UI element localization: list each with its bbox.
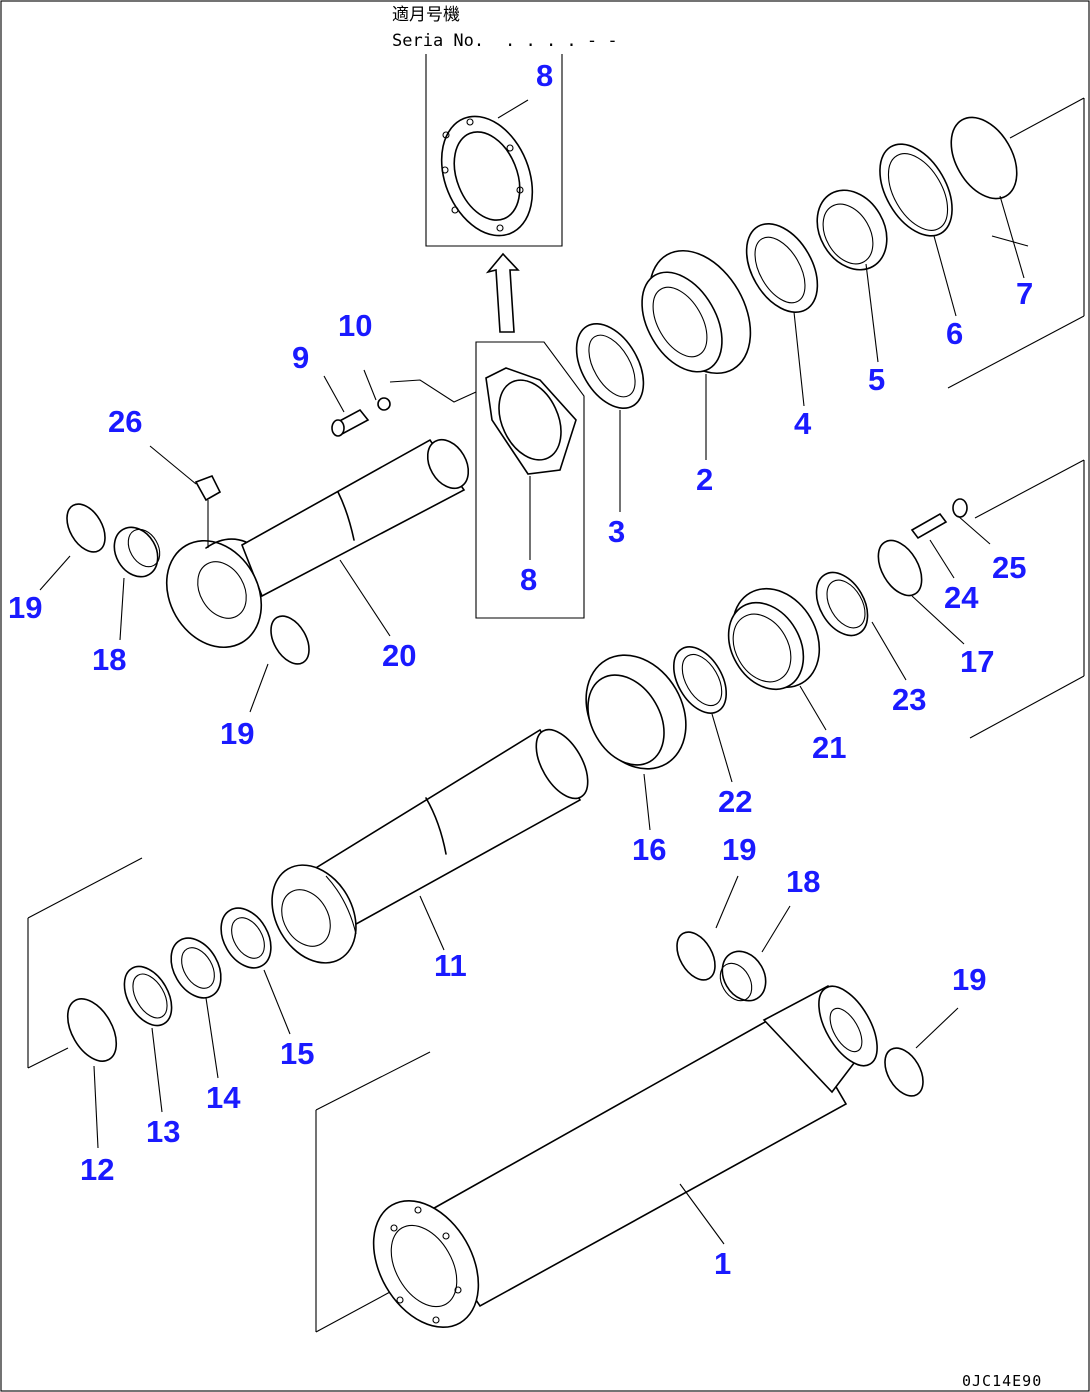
callout-10: 10 [338, 308, 372, 343]
callout-25: 25 [992, 550, 1026, 585]
callout-15: 15 [280, 1036, 314, 1071]
grease-fitting-26 [194, 474, 222, 548]
bolt-9 [331, 408, 370, 437]
snap-ring-19-a [66, 503, 106, 553]
right-rails [947, 97, 1085, 739]
callout-19-d: 19 [952, 962, 986, 997]
leader-9-10 [389, 379, 477, 403]
ring-3 [575, 322, 645, 410]
callout-24: 24 [944, 580, 979, 615]
callout-11: 11 [434, 948, 467, 983]
callout-16: 16 [632, 832, 666, 867]
callout-9: 9 [292, 340, 309, 375]
callout-19-c: 19 [722, 832, 756, 867]
callout-26: 26 [108, 404, 142, 439]
snap-ring-17 [877, 539, 923, 597]
bottom-rails [315, 1051, 431, 1333]
callout-20: 20 [382, 638, 416, 673]
callout-23: 23 [892, 682, 926, 717]
callout-8-inset: 8 [536, 58, 553, 93]
cylinder-body-1 [372, 984, 878, 1329]
ring-22 [672, 646, 728, 714]
callout-18-bottom: 18 [786, 864, 820, 899]
callout-6: 6 [946, 316, 963, 351]
callout-17: 17 [960, 644, 994, 679]
ring-12 [66, 998, 118, 1062]
callout-5: 5 [868, 362, 885, 397]
left-rails [27, 857, 143, 1069]
callout-4: 4 [794, 406, 812, 441]
callout-13: 13 [146, 1114, 180, 1149]
serial-inset [425, 54, 563, 247]
callout-3: 3 [608, 514, 625, 549]
serial-dashes: . . . . - - [505, 31, 618, 51]
tube-11 [271, 728, 589, 964]
packing-4 [745, 223, 819, 313]
bushing-5 [816, 189, 888, 271]
piston-rod-20 [165, 438, 470, 649]
ring-14 [170, 937, 222, 999]
callout-numbers: 8 7 6 5 4 2 3 10 9 26 8 19 18 20 19 25 2… [8, 58, 1033, 1281]
callout-19-b: 19 [220, 716, 254, 751]
callout-8-box: 8 [520, 562, 537, 597]
snap-ring-19-d [884, 1047, 924, 1097]
leader-lines [39, 195, 1029, 1245]
callout-18-top: 18 [92, 642, 126, 677]
ring-6 [879, 143, 953, 237]
ring-23 [815, 571, 869, 637]
bushing-18-top [113, 526, 161, 578]
drawing-code: 0JC14E90 [962, 1372, 1042, 1390]
callout-22: 22 [718, 784, 752, 819]
cylinder-head-2 [641, 249, 752, 375]
serial-header-en: Seria No. [392, 31, 484, 51]
snap-ring-19-b [270, 615, 310, 665]
callout-19-a: 19 [8, 590, 42, 625]
arrow-up-icon [485, 252, 520, 333]
serial-header-jp: 適月号機 [392, 5, 460, 25]
callout-14: 14 [206, 1080, 241, 1115]
callout-21: 21 [812, 730, 846, 765]
piston-21 [727, 587, 821, 691]
callout-2: 2 [696, 462, 713, 497]
cushion-16 [585, 654, 687, 770]
ring-15 [220, 907, 272, 969]
seal-ring-7 [950, 116, 1018, 200]
callout-1: 1 [714, 1246, 731, 1281]
callout-7: 7 [1016, 276, 1033, 311]
callout-12: 12 [80, 1152, 114, 1187]
ring-13 [123, 965, 173, 1027]
snap-ring-19-c [676, 931, 716, 981]
detail-box-8 [475, 341, 585, 619]
washer-10 [377, 397, 391, 411]
nut-25 [952, 498, 968, 518]
screw-24 [910, 512, 948, 540]
bushing-18-bottom [719, 950, 767, 1002]
